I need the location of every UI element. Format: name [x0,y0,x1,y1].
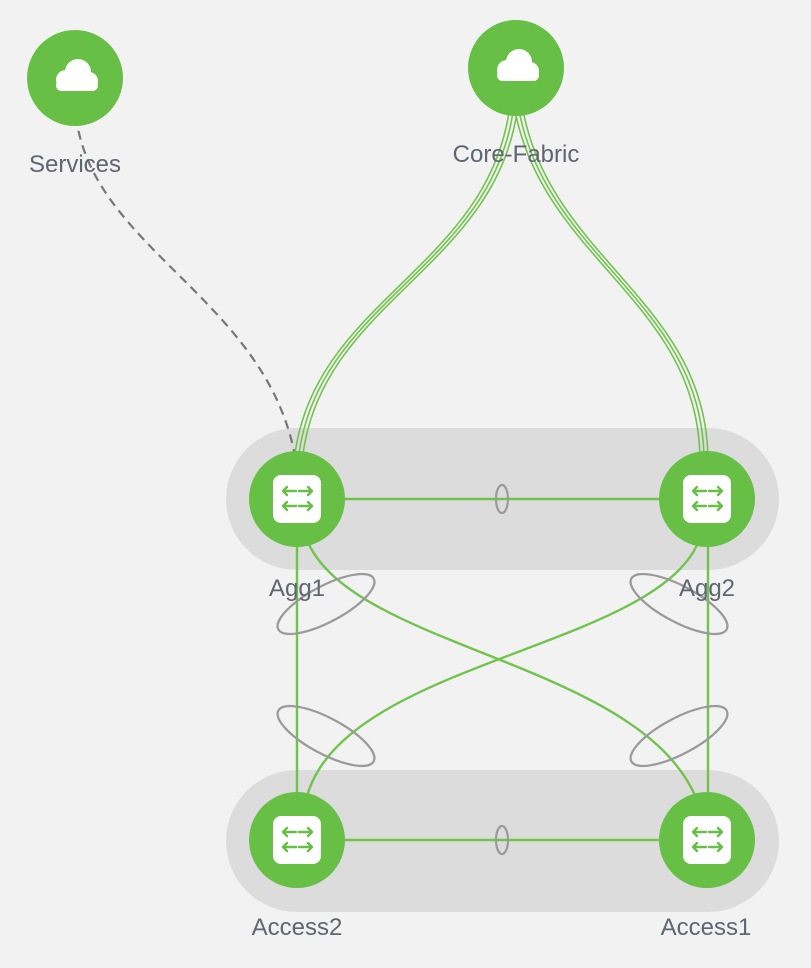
node-label-access2: Access2 [252,914,343,941]
node-label-agg2: Agg2 [679,575,735,602]
node-agg2[interactable] [659,451,755,547]
node-core-fabric[interactable] [468,20,564,116]
node-label-core-fabric: Core-Fabric [453,141,580,168]
link-services-agg1[interactable] [74,115,298,463]
node-access2[interactable] [249,792,345,888]
cloud-icon [497,49,539,81]
switch-arrows-icon [273,475,321,523]
node-label-agg1: Agg1 [269,575,325,602]
node-agg1[interactable] [249,451,345,547]
node-label-access1: Access1 [661,914,752,941]
switch-arrows-icon [683,816,731,864]
bundle-marker-agg1-agg2 [494,483,510,515]
node-access1[interactable] [659,792,755,888]
cloud-icon [56,59,98,91]
link-core-fabric-agg2[interactable] [513,104,709,463]
bundle-marker-access1-uplinks [629,704,729,768]
link-core-fabric-agg1[interactable] [293,104,519,463]
node-label-services: Services [29,151,121,178]
switch-arrows-icon [683,475,731,523]
bundle-marker-agg1-downlinks [276,572,376,636]
switch-arrows-icon [273,816,321,864]
bundle-marker-agg2-downlinks [629,572,729,636]
node-services[interactable] [27,30,123,126]
bundle-marker-access2-uplinks [276,704,376,768]
bundle-markers [276,483,729,856]
bundle-marker-access2-access1 [494,824,510,856]
